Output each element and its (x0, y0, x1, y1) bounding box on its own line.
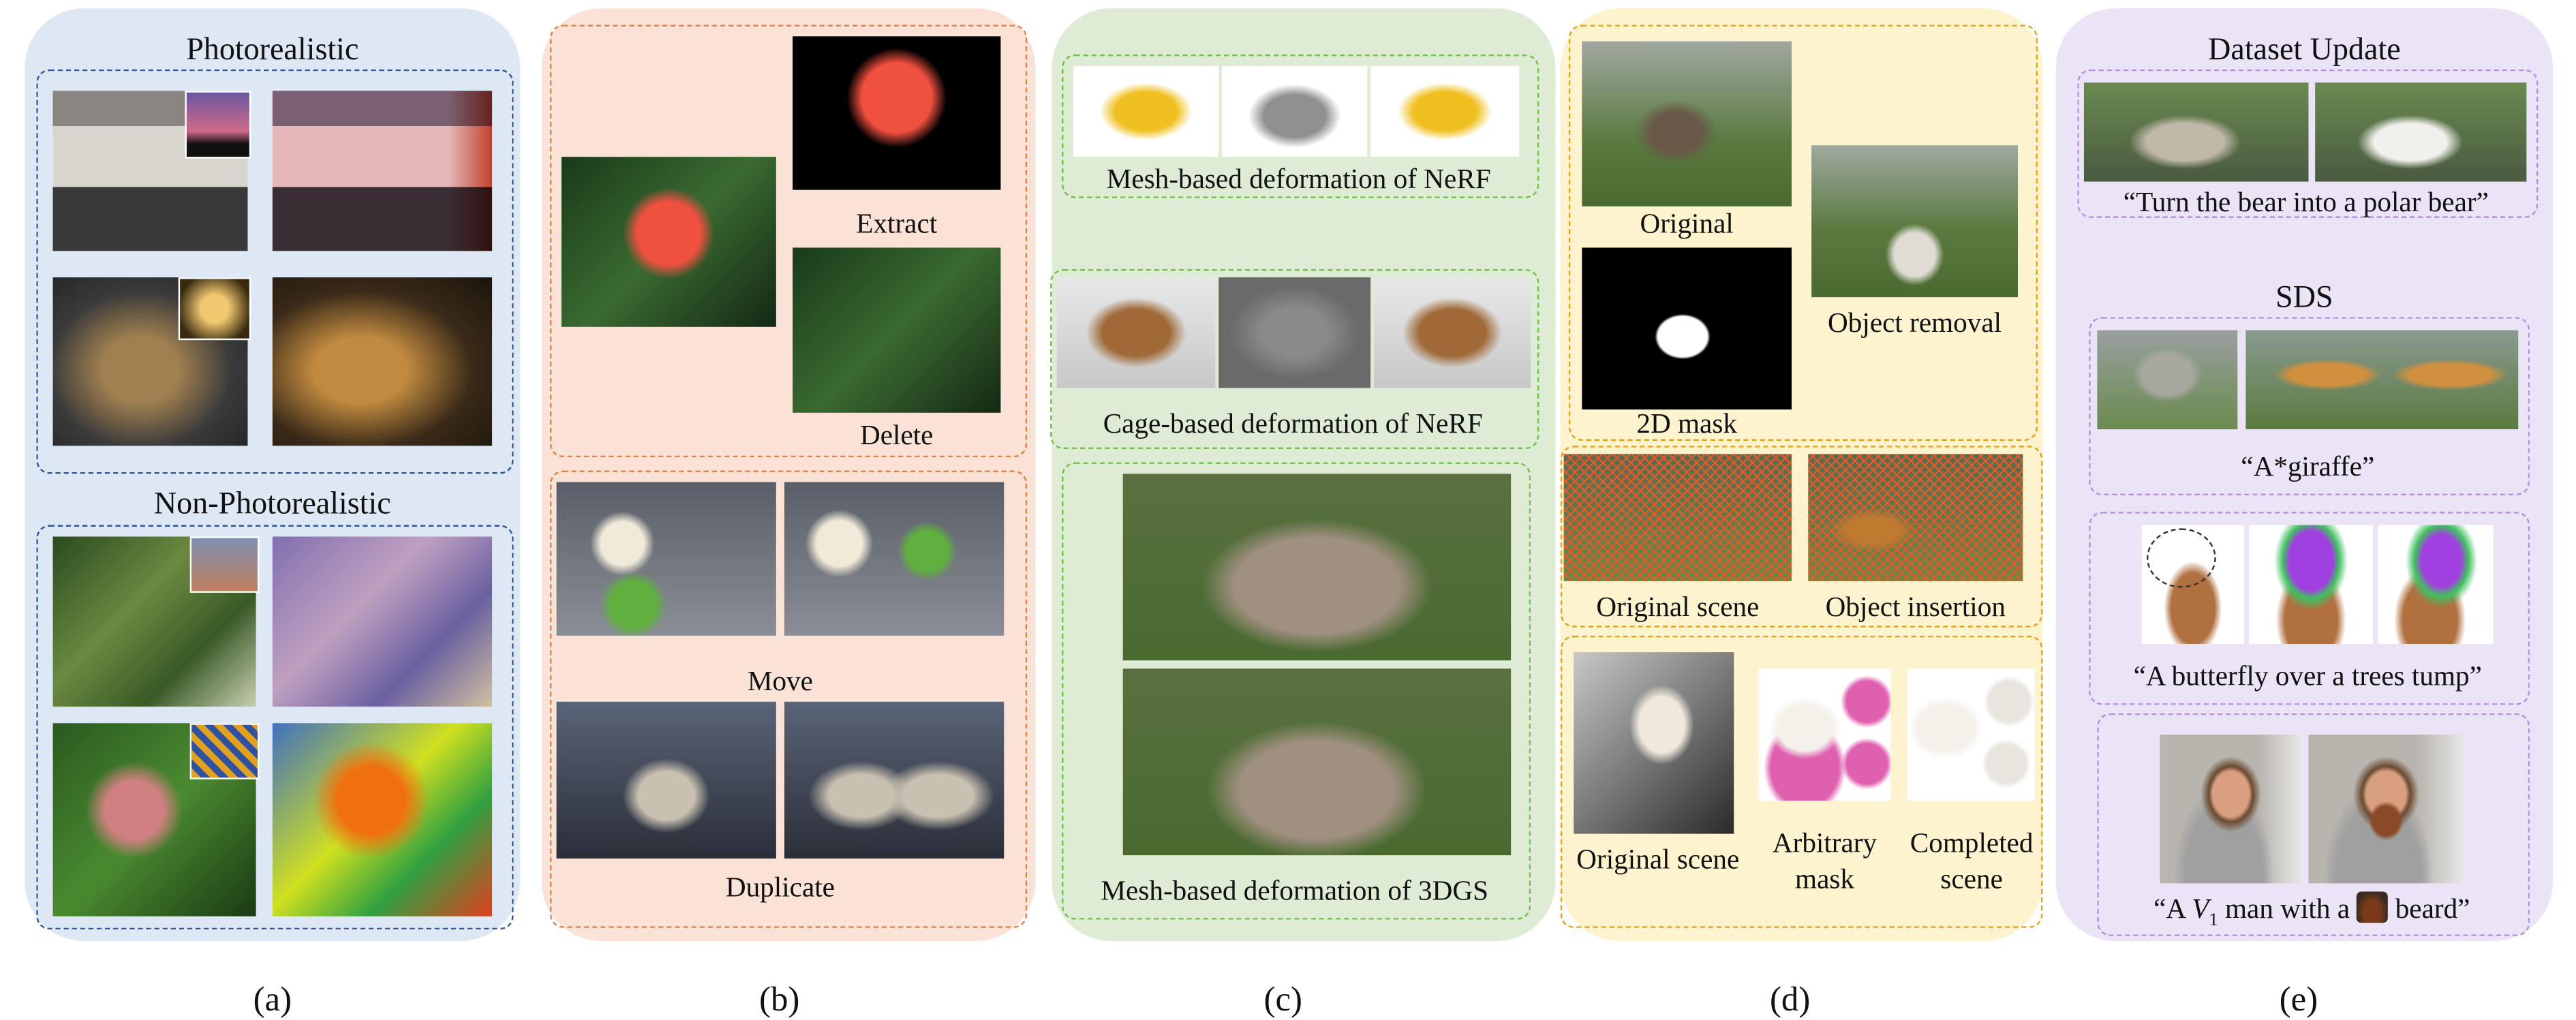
object-insertion-box (1560, 446, 2043, 628)
mesh-3dgs-box (1062, 462, 1531, 920)
dataset-update-box (2077, 69, 2539, 218)
original-scene-caption-2: Original scene (1576, 844, 1740, 876)
label-d: (d) (1769, 978, 1811, 1019)
lego-deformed-image (1370, 65, 1520, 157)
toys-original-image (556, 482, 776, 636)
mask-image (1582, 247, 1792, 409)
label-c: (c) (1263, 978, 1302, 1019)
deleted-flower-image (793, 247, 1001, 413)
statue-original-image (1582, 41, 1792, 206)
fence-inserted-image (1808, 454, 2023, 581)
toys-moved-image (784, 482, 1005, 636)
lego-mesh-image (1222, 65, 1368, 157)
label-b: (b) (759, 978, 800, 1019)
mesh-nerf-caption: Mesh-based deformation of NeRF (1106, 163, 1491, 195)
move-caption: Move (747, 665, 813, 697)
non-photorealistic-title: Non-Photorealistic (153, 486, 391, 522)
stylized-triceratops-image (272, 277, 493, 446)
move-duplicate-box (549, 470, 1028, 928)
man-original-image (2160, 735, 2302, 884)
teddy-cage-image (1218, 277, 1371, 388)
beard-box (2097, 713, 2530, 936)
mask-caption: mask (1795, 863, 1854, 895)
original-scene-caption: Original scene (1596, 591, 1760, 623)
butterfly-box (2089, 512, 2530, 705)
scene-caption: scene (1940, 863, 2003, 895)
mesh-3dgs-caption: Mesh-based deformation of 3DGS (1101, 875, 1489, 907)
chair-original-image (556, 701, 776, 859)
completed-scene-image (1907, 668, 2035, 801)
pattern-style-image (189, 723, 260, 779)
man-bearded-image (2308, 735, 2464, 884)
giraffe-box (2089, 317, 2530, 495)
table-deformed-image (1122, 668, 1512, 856)
flower-image (561, 157, 776, 327)
inpainting-box (1560, 635, 2043, 928)
non-photorealistic-box (36, 525, 514, 930)
beard-prompt-middle: man with a (2218, 893, 2357, 925)
chair-duplicated-image (784, 701, 1005, 859)
delete-caption: Delete (859, 419, 934, 451)
giraffe-image (2245, 330, 2519, 430)
dataset-update-title: Dataset Update (2208, 33, 2401, 68)
sunset-style-image (185, 91, 251, 159)
original-caption: Original (1640, 208, 1734, 240)
butterfly-prompt: “A butterfly over a trees tump” (2133, 660, 2482, 692)
cage-nerf-caption: Cage-based deformation of NeRF (1103, 407, 1483, 439)
dragon-style-image (178, 277, 251, 341)
dashed-circle (2147, 528, 2216, 588)
mesh-nerf-box (1062, 54, 1539, 198)
bear-original-image (2083, 82, 2309, 182)
extract-caption: Extract (856, 208, 938, 240)
completed-caption: Completed (1910, 826, 2034, 859)
painting-style-image (189, 536, 260, 593)
statue-horse-image (2097, 330, 2238, 430)
beard-prompt-prefix: “A (2153, 893, 2192, 925)
label-e: (e) (2279, 978, 2318, 1019)
stylized-conference-room-image (272, 91, 493, 251)
butterfly-stump-image-1 (2249, 525, 2373, 645)
object-removed-image (1811, 145, 2019, 298)
extract-delete-box (549, 25, 1028, 458)
beard-prompt-suffix: beard” (2388, 893, 2470, 925)
object-removal-box (1568, 25, 2038, 441)
beard-prompt-subscript: 1 (2209, 910, 2218, 931)
cage-nerf-box (1050, 268, 1539, 450)
photorealistic-title: Photorealistic (186, 33, 359, 68)
bear-prompt: “Turn the bear into a polar bear” (2123, 186, 2489, 218)
beard-prompt-variable: V (2192, 893, 2209, 925)
label-a: (a) (253, 978, 292, 1019)
stylized-orchid-image (272, 723, 493, 916)
teddy-original-image (1056, 277, 1216, 388)
arbitrary-mask-image (1758, 668, 1891, 801)
object-insertion-caption: Object insertion (1825, 591, 2006, 623)
polar-bear-image (2315, 82, 2527, 182)
duplicate-caption: Duplicate (725, 871, 835, 903)
fence-original-image (1563, 454, 1792, 581)
extracted-flower-image (793, 36, 1001, 190)
arbitrary-caption: Arbitrary (1772, 826, 1877, 859)
sds-title: SDS (2275, 280, 2333, 315)
object-removal-caption: Object removal (1828, 307, 2002, 339)
butterfly-stump-image-2 (2378, 525, 2494, 645)
stylized-jungle-image (272, 536, 493, 707)
beard-prompt: “A V1 man with a beard” (2097, 891, 2526, 930)
photorealistic-box (36, 69, 514, 474)
cat-scene-original-image (1574, 652, 1734, 834)
beard-reference-icon (2357, 891, 2389, 923)
lego-original-image (1073, 65, 1219, 157)
teddy-deformed-image (1374, 277, 1531, 388)
giraffe-prompt: “A*giraffe” (2241, 450, 2375, 482)
table-original-image (1122, 474, 1512, 661)
2d-mask-caption: 2D mask (1636, 407, 1737, 439)
